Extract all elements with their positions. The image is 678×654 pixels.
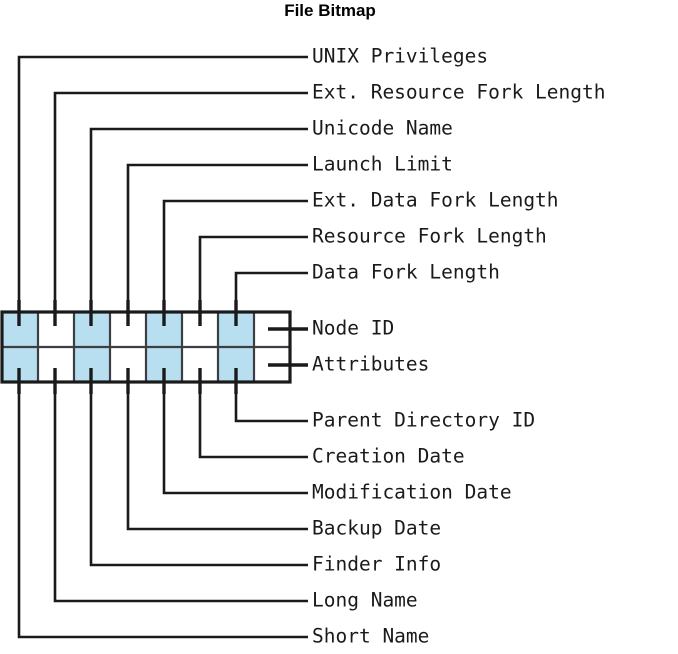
bottom-tick-marks: [17, 368, 238, 394]
field-label-unix-privileges: UNIX Privileges: [312, 45, 488, 68]
field-label-long-name: Long Name: [312, 589, 418, 612]
field-label-ext-data-fork-length: Ext. Data Fork Length: [312, 189, 559, 212]
side-leader-lines: [268, 327, 308, 367]
field-label-short-name: Short Name: [312, 625, 429, 648]
field-label-unicode-name: Unicode Name: [312, 117, 453, 140]
field-label-finder-info: Finder Info: [312, 553, 441, 576]
page-title: File Bitmap: [284, 1, 376, 20]
field-label-data-fork-length: Data Fork Length: [312, 261, 500, 284]
field-label-backup-date: Backup Date: [312, 517, 441, 540]
top-tick-marks: [17, 300, 238, 326]
bitmap-outline: [0, 310, 292, 384]
field-label-node-id: Node ID: [312, 317, 394, 340]
top-label-group: UNIX Privileges Ext. Resource Fork Lengt…: [312, 45, 606, 284]
bottom-leader-lines: [17, 382, 308, 639]
bitmap-grid: [2, 312, 290, 382]
field-label-attributes: Attributes: [312, 353, 429, 376]
top-leader-lines: [17, 55, 308, 312]
side-label-group: Node ID Attributes: [312, 317, 429, 376]
field-label-launch-limit: Launch Limit: [312, 153, 453, 176]
field-label-ext-resource-fork-length: Ext. Resource Fork Length: [312, 81, 606, 104]
field-label-resource-fork-length: Resource Fork Length: [312, 225, 547, 248]
bottom-label-group: Parent Directory ID Creation Date Modifi…: [312, 409, 535, 648]
field-label-creation-date: Creation Date: [312, 445, 465, 468]
field-label-parent-directory-id: Parent Directory ID: [312, 409, 535, 432]
field-label-modification-date: Modification Date: [312, 481, 512, 504]
